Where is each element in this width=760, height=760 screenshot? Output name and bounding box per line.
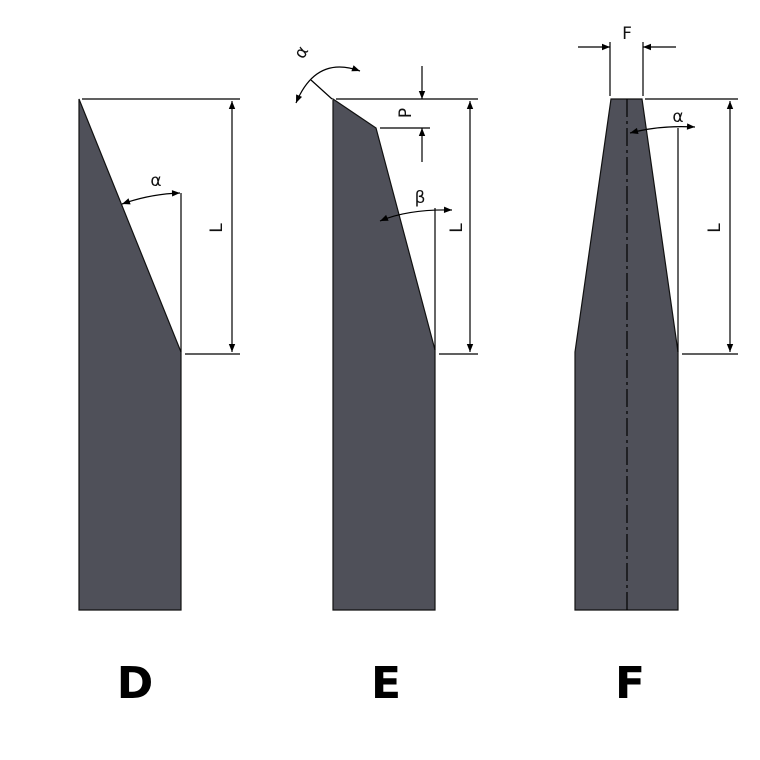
blade-f-caption: F [615, 658, 645, 709]
blade-e-length-label: L [447, 223, 467, 233]
blade-e-p-label: P [396, 108, 416, 118]
blade-d-length-label: L [207, 223, 227, 233]
blade-f-length-label: L [705, 223, 725, 233]
blade-e-top-angle-label: α [290, 43, 313, 63]
blade-f-angle-arc [629, 123, 696, 135]
blade-f: F α L F [574, 24, 738, 709]
blade-d-body [78, 98, 182, 611]
blade-e-caption: E [371, 658, 401, 709]
blade-d: L α D [78, 98, 240, 709]
blade-d-angle-arc [121, 190, 181, 205]
blade-d-angle-label: α [150, 171, 161, 191]
blade-e-top-angle-guide [310, 79, 333, 100]
blade-e: α P β L E [290, 43, 478, 709]
blade-d-caption: D [117, 658, 154, 709]
blade-e-beta-label: β [415, 188, 426, 208]
blade-e-body [332, 97, 436, 611]
blade-e-beta-arc [379, 206, 453, 222]
blade-f-width-label: F [622, 24, 632, 44]
blade-f-angle-label: α [672, 107, 683, 127]
blade-e-top-angle-arc [295, 65, 361, 104]
